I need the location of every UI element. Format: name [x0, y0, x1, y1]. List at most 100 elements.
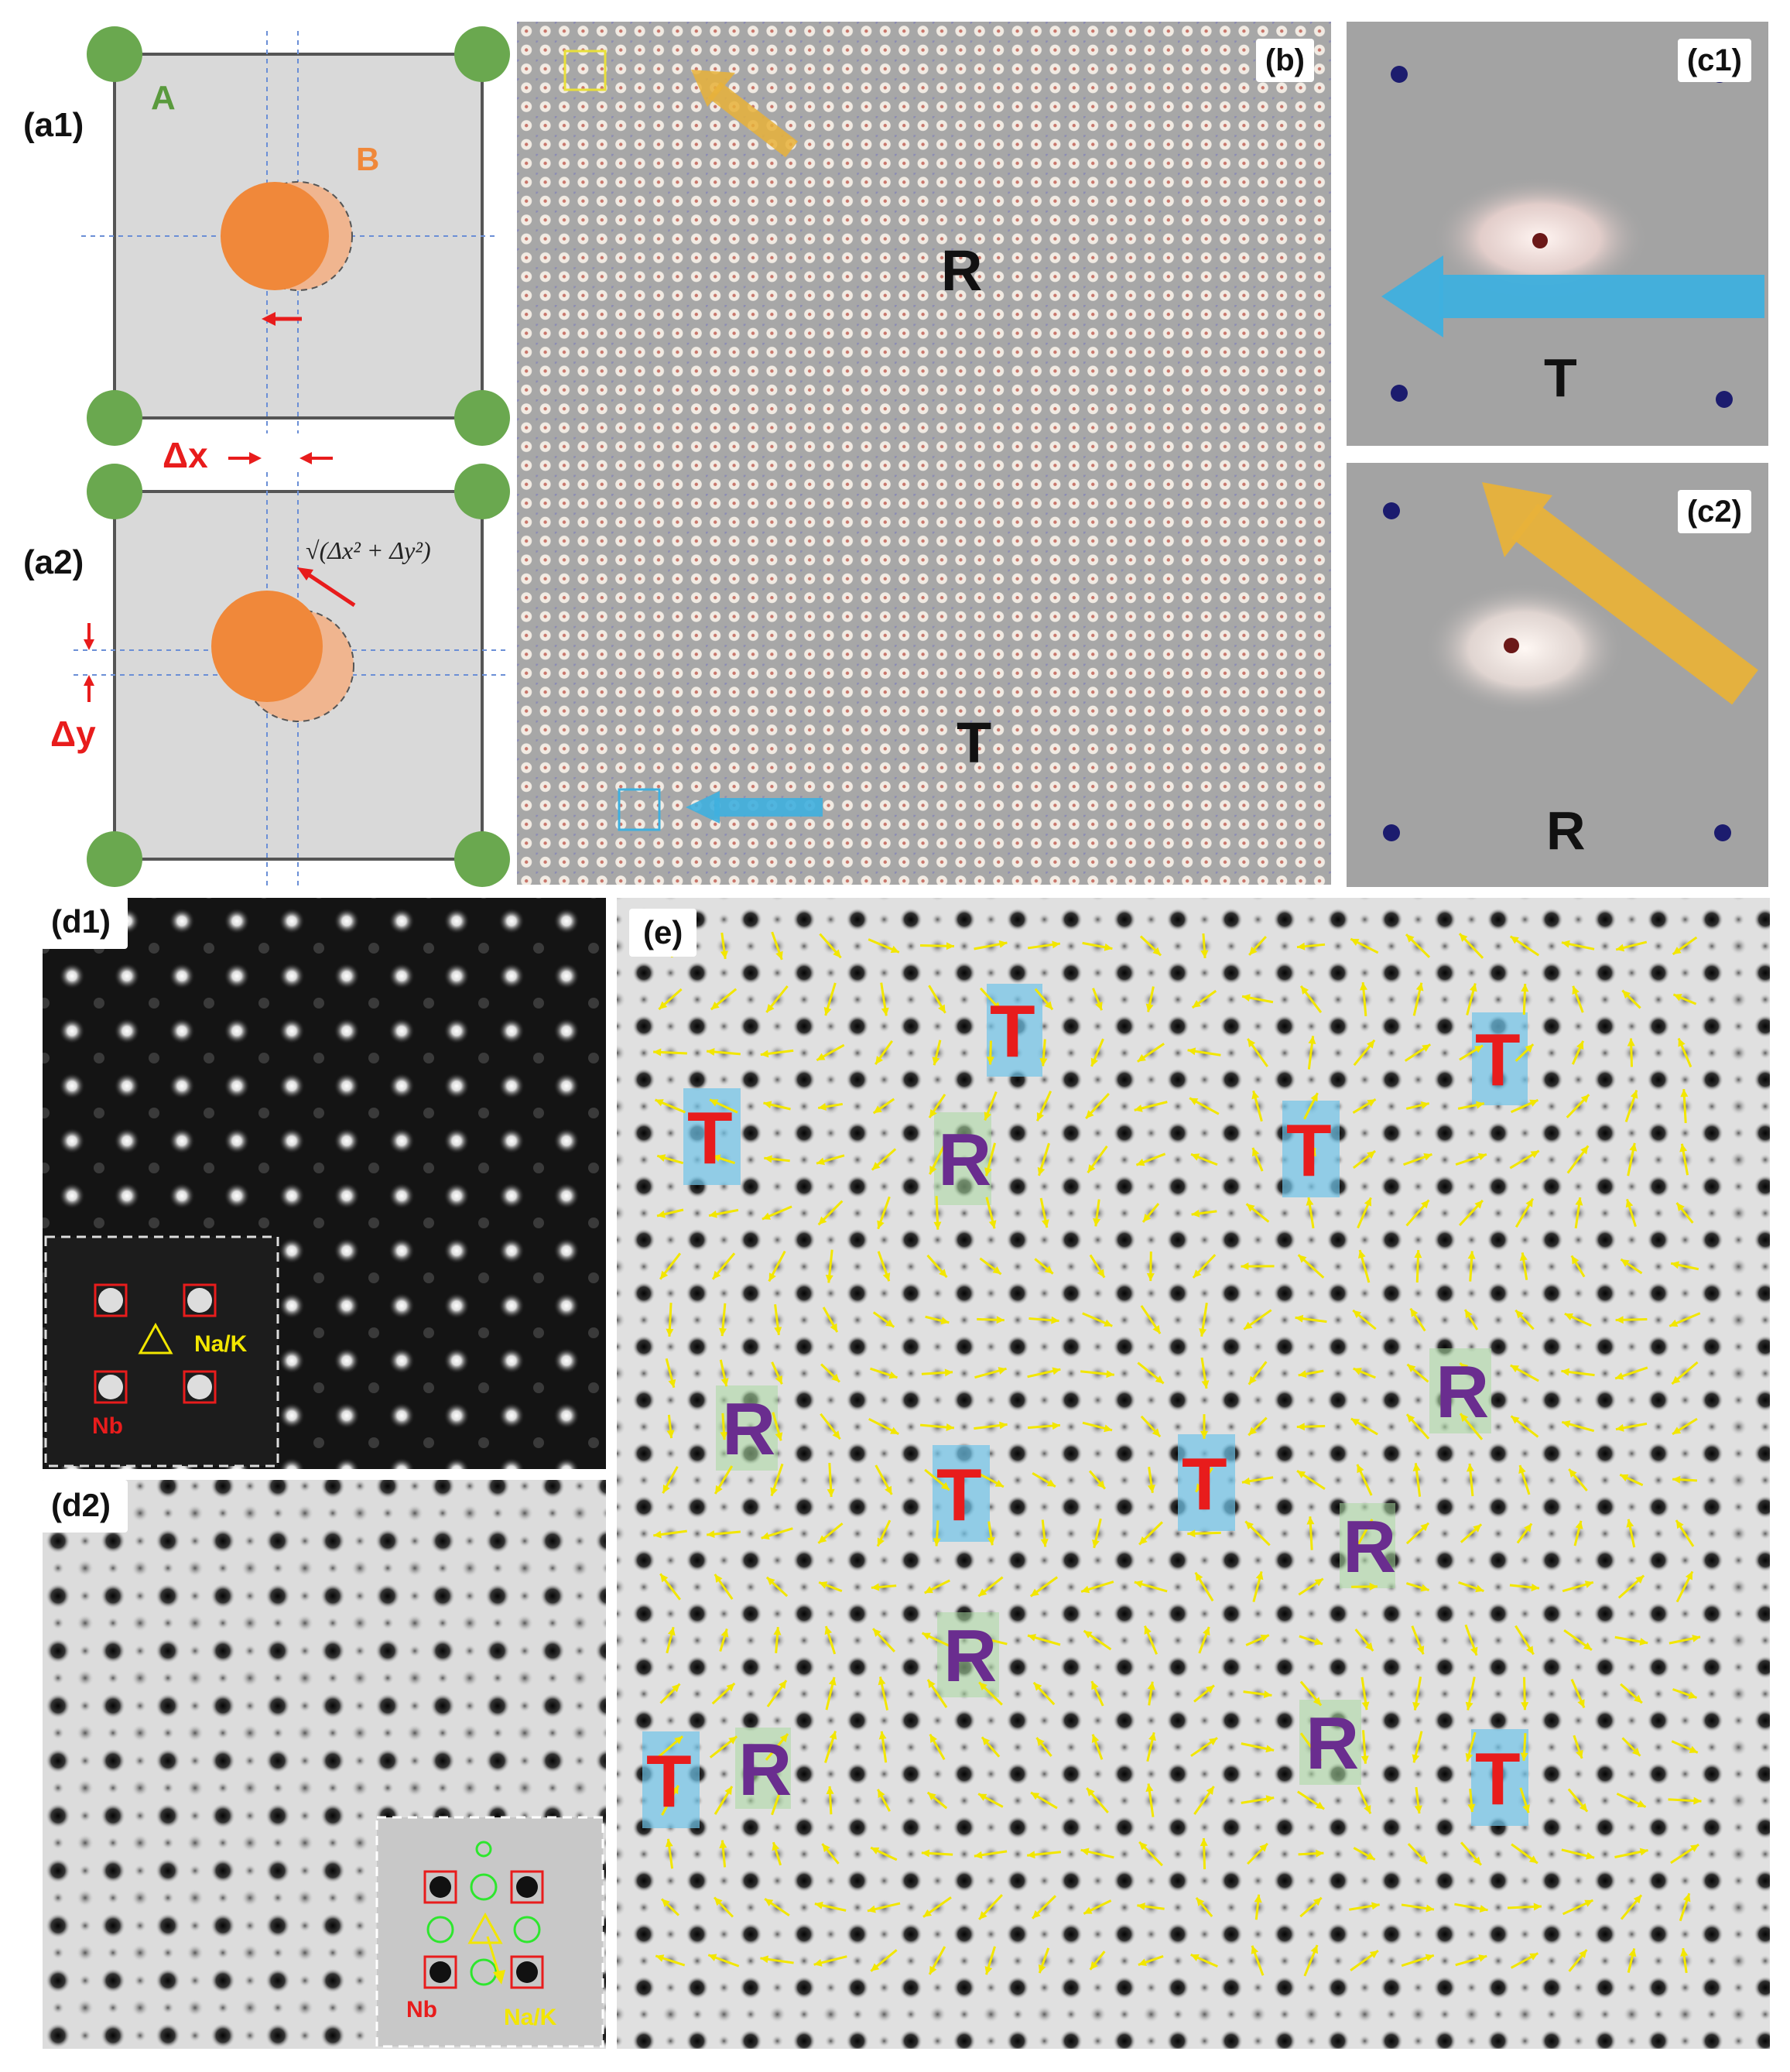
polarization-arrow-icon [1190, 1953, 1218, 1968]
polarization-arrow-icon [1454, 1902, 1488, 1913]
polarization-arrow-icon [1414, 1786, 1422, 1814]
polarization-arrow-icon [658, 988, 683, 1011]
polarization-arrow-icon [1412, 1731, 1423, 1763]
polarization-arrow-icon [872, 1311, 895, 1328]
polarization-arrow-icon [1670, 1843, 1699, 1865]
polarization-arrow-icon [922, 1896, 952, 1918]
polarization-arrow-icon [1040, 1519, 1049, 1547]
polarization-arrow-icon [656, 1208, 684, 1218]
displacement-arrow-icon [297, 567, 313, 581]
polarization-arrow-icon [921, 1632, 953, 1649]
polarization-arrow-icon [1146, 1251, 1155, 1282]
polarization-arrow-icon [926, 1679, 948, 1708]
polarization-arrow-icon [974, 1634, 1008, 1646]
polarization-arrow-icon [1412, 1463, 1422, 1497]
polarization-arrow-icon [817, 1102, 844, 1111]
polarization-arrow-icon [707, 1954, 740, 1968]
polarization-arrow-icon [1034, 1258, 1054, 1275]
inset-na-k-label: Na/K [504, 2005, 557, 2030]
polarization-arrow-icon [1627, 1142, 1638, 1176]
r-domain-box [1299, 1700, 1361, 1785]
panel-d2-abf-image: Nb Na/K [43, 1480, 606, 2049]
t-domain-box [933, 1445, 990, 1542]
polarization-arrow-icon [974, 940, 1008, 950]
polarization-arrow-icon [822, 1307, 839, 1333]
atom-a [87, 26, 142, 82]
polarization-arrow-icon [1306, 1147, 1316, 1172]
polarization-arrow-icon [1615, 1316, 1648, 1324]
polarization-arrow-icon [1566, 1094, 1590, 1118]
polarization-arrow-icon [1241, 1795, 1275, 1804]
polarization-arrow-icon [871, 1583, 897, 1591]
polarization-arrow-icon [1299, 1896, 1323, 1918]
polarization-arrow-icon [1567, 1788, 1589, 1813]
polarization-arrow-icon [765, 985, 789, 1013]
polarization-arrow-icon [1672, 1475, 1697, 1484]
t-domain-label: T [936, 1453, 982, 1536]
polarization-arrow-icon [868, 1417, 899, 1436]
nb-site-markers [423, 1870, 544, 1989]
polarization-arrow-icon [877, 1196, 891, 1230]
polarization-arrow-icon [719, 1303, 727, 1337]
polarization-arrow-icon [1459, 1362, 1484, 1384]
t-unit-marker [618, 788, 661, 831]
polarization-arrow-icon [1241, 1476, 1274, 1485]
polarization-arrow-icon [871, 1148, 897, 1171]
polarization-arrow-icon [1570, 1678, 1586, 1709]
polarization-arrow-icon [665, 1838, 674, 1869]
polarization-arrow-icon [1195, 1896, 1213, 1918]
t-domain-box [1282, 1101, 1340, 1197]
polarization-arrow-icon [1405, 1101, 1430, 1110]
polarization-arrow-icon [816, 1043, 845, 1062]
polarization-arrow-icon [1090, 1038, 1104, 1067]
polarization-arrow-icon [1411, 1625, 1425, 1655]
polarization-arrow-icon [924, 1579, 950, 1594]
polarization-arrow-icon [1514, 1043, 1535, 1062]
polarization-arrow-icon [659, 1252, 682, 1280]
polarization-arrow-icon [876, 1519, 892, 1547]
polarization-arrow-icon [760, 1955, 794, 1964]
cation-site-icon [1504, 638, 1519, 653]
displacement-arrow-icon [262, 312, 276, 326]
polarization-arrow-icon [1509, 1584, 1540, 1591]
delta-x-label: Δx [163, 435, 208, 475]
polarization-arrow-icon [719, 1359, 729, 1387]
polarization-arrow-icon [1089, 1254, 1106, 1279]
polarization-arrow-icon [765, 1733, 789, 1761]
polarization-arrow-icon [1403, 1152, 1432, 1166]
polarization-arrow-icon [1675, 1570, 1694, 1603]
polarization-arrow-icon [1353, 1367, 1376, 1379]
polarization-arrow-icon [1353, 1847, 1376, 1861]
polarization-arrow-icon [1414, 1249, 1422, 1283]
polarization-arrow-icon [933, 1196, 942, 1230]
polarization-arrow-icon [1680, 1088, 1689, 1124]
polarization-arrow-icon [926, 1791, 948, 1810]
polarization-arrow-icon [1138, 1955, 1164, 1967]
polarization-arrow-icon [1467, 1788, 1476, 1813]
r-domain-box [937, 1612, 999, 1697]
polarization-arrow-icon [1027, 1633, 1061, 1646]
polarization-arrow-icon [1624, 1090, 1638, 1122]
d2-inset [375, 1816, 604, 2048]
polarization-arrow-icon [1200, 933, 1209, 959]
atom-b-displaced [221, 182, 329, 290]
polarization-arrow-icon [1514, 1625, 1535, 1656]
polarization-arrow-icon [1360, 1730, 1369, 1764]
polarization-arrow-icon [1082, 1312, 1113, 1327]
polarization-arrow-icon [1148, 1467, 1155, 1493]
polarization-arrow-icon [1509, 935, 1540, 957]
r-polarization-arrow-icon [691, 70, 735, 107]
polarization-arrow-icon [1675, 1202, 1694, 1224]
polarization-arrow-icon [977, 1316, 1005, 1324]
polarization-arrow-icon [653, 1529, 687, 1539]
polarization-arrow-icon [1672, 936, 1698, 956]
polarization-arrow-icon [1298, 1577, 1324, 1596]
polarization-arrow-icon [1194, 1571, 1214, 1602]
polarization-arrow-icon [1407, 1843, 1429, 1865]
polarization-arrow-icon [713, 1896, 734, 1918]
polarization-arrow-icon [974, 1367, 1007, 1379]
t-domain-label: T [1182, 1442, 1227, 1526]
polarization-arrow-icon [1562, 1899, 1594, 1916]
polarization-arrow-icon [1027, 1422, 1061, 1430]
panel-a-schematic: (a1) (a2) A B Δx Δy √(Δx² + Δy²) [0, 0, 511, 890]
